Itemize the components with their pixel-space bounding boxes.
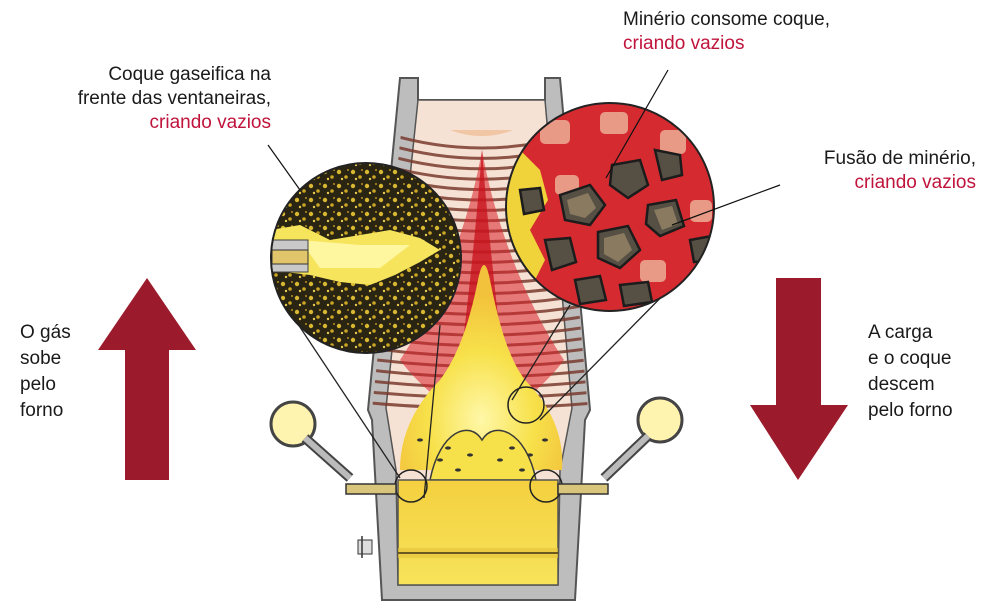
label-charge-descends-line: A carga [868,320,953,346]
label-charge-descends-line: e o coque [868,346,953,372]
label-ore-melting-highlight: criando vazios [824,171,976,195]
label-coke-gasifies-line1: Coque gaseifica na [78,63,271,87]
charge-descends-arrow [750,278,848,480]
label-gas-rises-line: pelo [20,372,71,398]
label-charge-descends: A carga e o coque descem pelo forno [868,320,953,424]
label-charge-descends-line: descem [868,372,953,398]
gas-rises-arrow [98,278,196,480]
label-gas-rises-line: forno [20,398,71,424]
label-ore-melting: Fusão de minério, criando vazios [824,147,976,195]
label-ore-consumes-line1: Minério consome coque, [623,8,830,32]
label-ore-consumes: Minério consome coque, criando vazios [623,8,830,56]
taphole [358,536,372,558]
label-gas-rises-line: sobe [20,346,71,372]
label-gas-rises: O gás sobe pelo forno [20,320,71,424]
label-charge-descends-line: pelo forno [868,398,953,424]
label-gas-rises-line: O gás [20,320,71,346]
label-ore-melting-line1: Fusão de minério, [824,147,976,171]
label-ore-consumes-highlight: criando vazios [623,32,830,56]
label-coke-gasifies-highlight: criando vazios [78,111,271,135]
label-coke-gasifies-line2: frente das ventaneiras, [78,87,271,111]
label-coke-gasifies: Coque gaseifica na frente das ventaneira… [78,63,271,135]
